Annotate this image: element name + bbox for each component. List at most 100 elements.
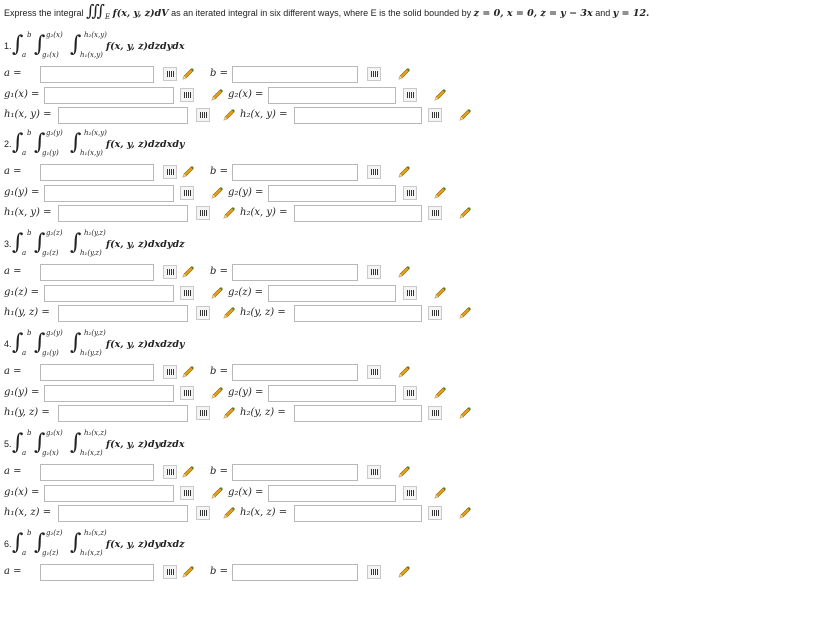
middle-upper-limit: g₂(z) <box>46 529 63 537</box>
problem-number: 3. <box>4 239 12 249</box>
matrix-button[interactable] <box>180 286 194 300</box>
matrix-button[interactable] <box>163 465 177 479</box>
input-a[interactable] <box>40 464 154 481</box>
pencil-icon[interactable] <box>433 186 447 200</box>
pencil-icon[interactable] <box>397 365 411 379</box>
input-g2[interactable] <box>268 87 396 104</box>
pencil-icon[interactable] <box>397 465 411 479</box>
input-b[interactable] <box>232 66 358 83</box>
input-g1[interactable] <box>44 87 174 104</box>
pencil-icon[interactable] <box>181 67 195 81</box>
pencil-icon[interactable] <box>458 306 472 320</box>
input-g1[interactable] <box>44 485 174 502</box>
pencil-icon[interactable] <box>458 108 472 122</box>
input-h1[interactable] <box>58 205 188 222</box>
matrix-button[interactable] <box>180 88 194 102</box>
input-g2[interactable] <box>268 285 396 302</box>
matrix-button[interactable] <box>163 67 177 81</box>
input-a[interactable] <box>40 66 154 83</box>
matrix-button[interactable] <box>367 165 381 179</box>
matrix-button[interactable] <box>403 486 417 500</box>
input-a[interactable] <box>40 364 154 381</box>
label-b: b = <box>210 566 228 577</box>
pencil-icon[interactable] <box>433 486 447 500</box>
problem-number: 5. <box>4 439 12 449</box>
input-a[interactable] <box>40 164 154 181</box>
pencil-icon[interactable] <box>458 206 472 220</box>
input-a[interactable] <box>40 264 154 281</box>
pencil-icon[interactable] <box>210 88 224 102</box>
pencil-icon[interactable] <box>181 465 195 479</box>
matrix-button[interactable] <box>403 286 417 300</box>
input-h2[interactable] <box>294 305 422 322</box>
pencil-icon[interactable] <box>397 265 411 279</box>
integral-symbol: ∫ <box>34 130 46 155</box>
matrix-button[interactable] <box>163 365 177 379</box>
matrix-button[interactable] <box>163 265 177 279</box>
matrix-button[interactable] <box>196 206 210 220</box>
input-b[interactable] <box>232 464 358 481</box>
input-h1[interactable] <box>58 405 188 422</box>
matrix-button[interactable] <box>428 108 442 122</box>
pencil-icon[interactable] <box>397 67 411 81</box>
pencil-icon[interactable] <box>397 565 411 579</box>
pencil-icon[interactable] <box>222 506 236 520</box>
matrix-button[interactable] <box>180 186 194 200</box>
pencil-icon[interactable] <box>458 406 472 420</box>
pencil-icon[interactable] <box>222 406 236 420</box>
input-g1[interactable] <box>44 385 174 402</box>
input-h1[interactable] <box>58 107 188 124</box>
pencil-icon[interactable] <box>222 206 236 220</box>
matrix-button[interactable] <box>428 306 442 320</box>
matrix-button[interactable] <box>196 306 210 320</box>
pencil-icon[interactable] <box>433 386 447 400</box>
input-g1[interactable] <box>44 285 174 302</box>
pencil-icon[interactable] <box>397 165 411 179</box>
matrix-button[interactable] <box>196 108 210 122</box>
matrix-button[interactable] <box>367 465 381 479</box>
pencil-icon[interactable] <box>181 565 195 579</box>
input-g2[interactable] <box>268 385 396 402</box>
input-h2[interactable] <box>294 205 422 222</box>
pencil-icon[interactable] <box>222 306 236 320</box>
input-h1[interactable] <box>58 305 188 322</box>
input-g1[interactable] <box>44 185 174 202</box>
pencil-icon[interactable] <box>458 506 472 520</box>
matrix-button[interactable] <box>196 506 210 520</box>
pencil-icon[interactable] <box>210 386 224 400</box>
input-h2[interactable] <box>294 107 422 124</box>
input-h2[interactable] <box>294 405 422 422</box>
pencil-icon[interactable] <box>222 108 236 122</box>
matrix-button[interactable] <box>367 265 381 279</box>
pencil-icon[interactable] <box>210 486 224 500</box>
pencil-icon[interactable] <box>181 165 195 179</box>
input-h2[interactable] <box>294 505 422 522</box>
input-g2[interactable] <box>268 185 396 202</box>
pencil-icon[interactable] <box>181 265 195 279</box>
matrix-button[interactable] <box>180 386 194 400</box>
pencil-icon[interactable] <box>433 286 447 300</box>
matrix-button[interactable] <box>367 565 381 579</box>
matrix-button[interactable] <box>403 386 417 400</box>
matrix-button[interactable] <box>428 506 442 520</box>
pencil-icon[interactable] <box>210 186 224 200</box>
matrix-button[interactable] <box>428 206 442 220</box>
middle-upper-limit: g₂(x) <box>46 31 63 39</box>
matrix-button[interactable] <box>196 406 210 420</box>
input-b[interactable] <box>232 364 358 381</box>
matrix-button[interactable] <box>403 88 417 102</box>
matrix-button[interactable] <box>428 406 442 420</box>
pencil-icon[interactable] <box>210 286 224 300</box>
matrix-button[interactable] <box>403 186 417 200</box>
input-b[interactable] <box>232 164 358 181</box>
input-g2[interactable] <box>268 485 396 502</box>
matrix-button[interactable] <box>367 67 381 81</box>
matrix-button[interactable] <box>180 486 194 500</box>
input-b[interactable] <box>232 264 358 281</box>
input-h1[interactable] <box>58 505 188 522</box>
pencil-icon[interactable] <box>433 88 447 102</box>
pencil-icon[interactable] <box>181 365 195 379</box>
matrix-button[interactable] <box>367 365 381 379</box>
matrix-button[interactable] <box>163 165 177 179</box>
matrix-button[interactable] <box>163 565 177 579</box>
